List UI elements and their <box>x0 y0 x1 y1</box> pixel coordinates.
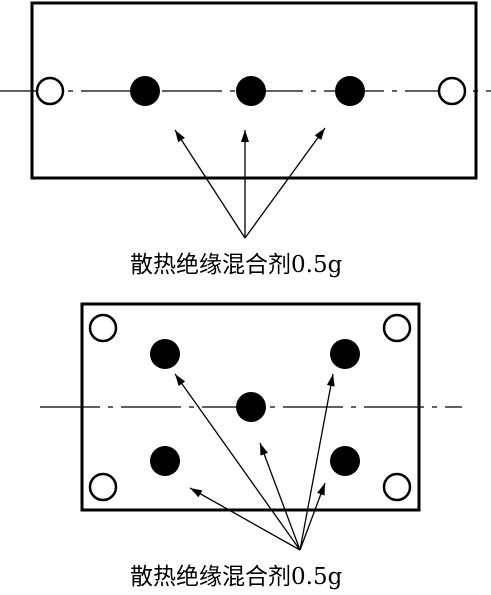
bottom-arrow-to-center <box>259 442 301 551</box>
top-mounting-hole-left <box>35 76 65 106</box>
top-arrow-left <box>174 129 246 239</box>
top-compound-label: 散热绝缘混合剂0.5g <box>130 252 343 278</box>
bottom-compound-label: 散热绝缘混合剂0.5g <box>130 564 343 590</box>
top-compound-dot-1 <box>130 76 160 106</box>
bottom-arrow-to-bottom-left <box>189 487 301 551</box>
bottom-compound-dot-bottom-left <box>150 446 180 476</box>
top-mounting-hole-right <box>437 76 467 106</box>
top-component <box>0 1 491 180</box>
bottom-arrows <box>174 373 335 551</box>
top-compound-dot-2 <box>236 76 266 106</box>
bottom-mounting-hole-bottom-right <box>382 472 412 502</box>
top-compound-dot-3 <box>335 76 365 106</box>
bottom-mounting-hole-top-right <box>382 313 412 343</box>
bottom-mounting-hole-bottom-left <box>88 472 118 502</box>
top-arrow-right <box>244 127 326 239</box>
bottom-arrow-to-bottom-right <box>299 482 326 551</box>
bottom-arrow-to-top-right <box>299 373 335 551</box>
top-arrows <box>174 127 326 239</box>
bottom-mounting-hole-top-left <box>88 313 118 343</box>
bottom-arrow-to-top-left <box>174 373 301 551</box>
bottom-compound-dot-center <box>236 392 266 422</box>
bottom-compound-dot-top-left <box>150 339 180 369</box>
bottom-component <box>40 302 462 512</box>
bottom-compound-dot-top-right <box>330 339 360 369</box>
bottom-compound-dot-bottom-right <box>330 446 360 476</box>
